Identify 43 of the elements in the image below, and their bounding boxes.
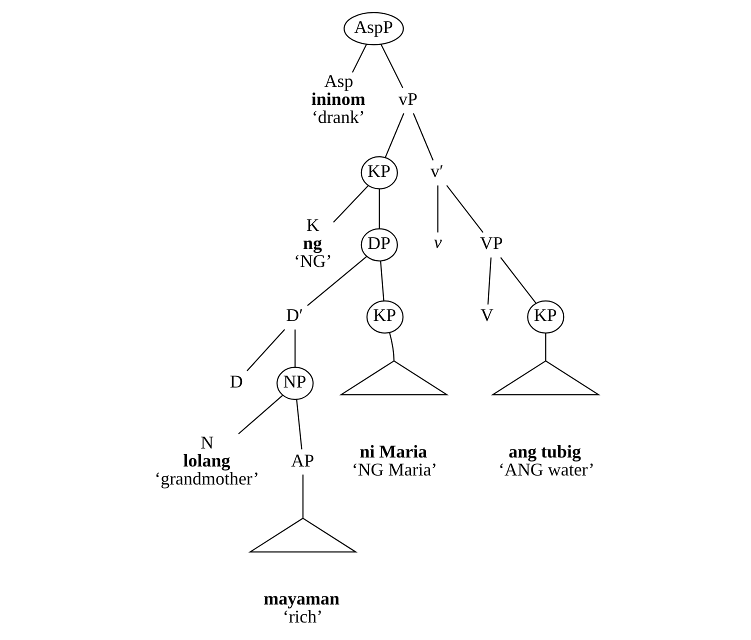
node-ellipse: NP: [276, 366, 314, 400]
node-text: D′: [286, 305, 303, 326]
node-ellipse: KP: [526, 300, 564, 334]
node-ellipse: KP: [360, 156, 398, 190]
connector: [351, 44, 367, 73]
connector: [500, 257, 536, 304]
node-text: N lolang ‘grandmother’: [154, 432, 259, 488]
node-ellipse: DP: [360, 228, 398, 262]
node-text: D: [229, 372, 242, 392]
connector: [446, 185, 483, 233]
node-text: Asp ininom ‘drank’: [310, 70, 365, 127]
connector: [380, 44, 403, 88]
connector: [384, 113, 404, 158]
node-ellipse: AspP: [343, 12, 404, 46]
connector: [238, 395, 282, 434]
connector: [246, 329, 285, 372]
node-triangle: [490, 360, 600, 396]
connector: [388, 332, 394, 361]
node-label: ang tubig: [508, 441, 581, 462]
node-text: VP: [479, 233, 502, 254]
node-label: ni Maria: [359, 441, 427, 462]
node-text: K ng ‘NG’: [293, 215, 332, 272]
node-label: mayaman: [263, 588, 339, 609]
node-triangle: [338, 360, 448, 396]
connector: [378, 188, 380, 229]
connector: [296, 399, 302, 450]
connector: [436, 185, 438, 232]
connector: [544, 333, 546, 361]
connector: [486, 257, 492, 305]
connector: [412, 113, 434, 161]
connector: [294, 330, 296, 368]
node-text: vP: [398, 88, 417, 109]
node-ellipse: KP: [366, 300, 404, 334]
connector: [302, 474, 304, 518]
connector: [306, 256, 366, 306]
node-text: AP: [290, 450, 314, 470]
node-label: ‘NG Maria’: [351, 459, 437, 480]
node-text: v′: [430, 161, 443, 182]
connector: [332, 185, 368, 223]
node-text: V: [480, 305, 493, 326]
connector: [380, 260, 384, 302]
node-text: v: [433, 232, 442, 252]
node-triangle: [248, 518, 358, 553]
